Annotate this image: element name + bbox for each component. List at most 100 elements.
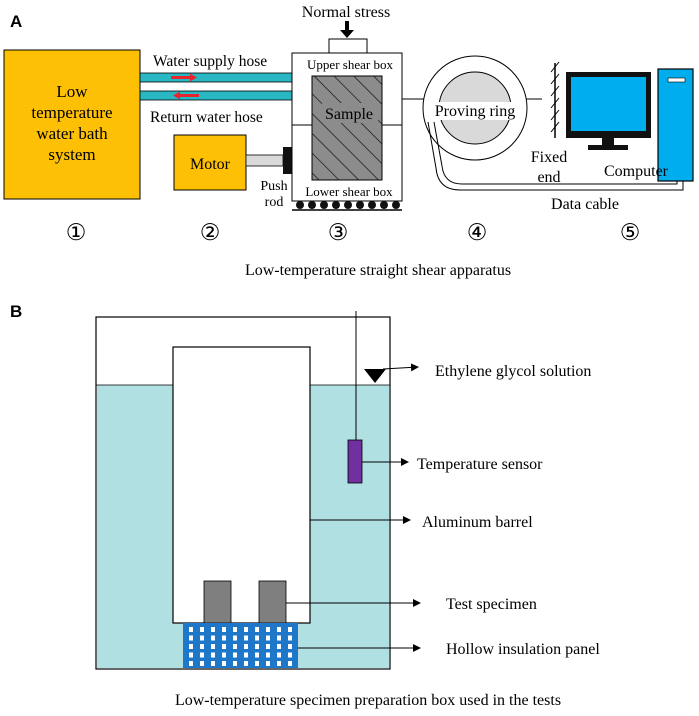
panel-hole	[288, 627, 292, 632]
panel-hole	[211, 661, 215, 666]
panel-hole	[266, 635, 270, 641]
panel-hole	[288, 652, 292, 658]
panel-hole	[189, 644, 193, 649]
water-bath: Low temperature water bath system	[3, 49, 141, 200]
panel-hole	[222, 627, 226, 632]
temperature-sensor	[347, 439, 363, 484]
aluminum-barrel-label: Aluminum barrel	[422, 514, 533, 531]
water-supply-hose-label: Water supply hose	[153, 53, 267, 70]
panel-hole	[277, 644, 281, 649]
normal-stress: Normal stress	[302, 4, 390, 54]
ethylene-glycol-arrow-icon	[382, 363, 419, 372]
rollers	[296, 201, 400, 209]
roller	[368, 201, 376, 209]
proving-ring: Proving ring	[422, 55, 528, 161]
roller	[380, 201, 388, 209]
sample-label: Sample	[325, 106, 373, 123]
water-bath-line-2: temperature	[31, 103, 112, 122]
fixed-end-label-2: end	[537, 169, 560, 186]
roller	[296, 201, 304, 209]
roller	[308, 201, 316, 209]
panel-hole	[222, 644, 226, 649]
panel-hole	[244, 644, 248, 649]
panel-hole	[233, 644, 237, 649]
panel-hole	[211, 627, 215, 632]
shear-box: Upper shear box Sample Lower shear box	[291, 52, 403, 202]
number-3: ③	[328, 220, 349, 245]
motor-label: Motor	[190, 156, 231, 173]
test-specimen-2	[258, 580, 287, 624]
panel-hole	[244, 627, 248, 632]
temperature-sensor-label: Temperature sensor	[417, 456, 543, 473]
proving-ring-label-bg	[427, 102, 523, 120]
monitor-stand	[588, 145, 628, 150]
push-rod-label-2: rod	[265, 195, 284, 210]
supply-arrow-icon	[171, 73, 197, 82]
component-numbers: ① ② ③ ④ ⑤	[66, 220, 641, 245]
normal-stress-label: Normal stress	[302, 4, 390, 21]
panel-a-caption: Low-temperature straight shear apparatus	[245, 262, 511, 279]
data-cable	[427, 121, 684, 191]
motor-box	[173, 134, 247, 191]
monitor-neck	[602, 138, 614, 145]
water-bath-box	[3, 49, 141, 200]
motor-assembly: Motor Push rod	[173, 134, 292, 210]
panel-hole	[233, 627, 237, 632]
computer-label: Computer	[604, 163, 669, 180]
water-bath-line-1: Low	[56, 82, 88, 101]
panel-hole	[200, 627, 204, 632]
panel-hole	[200, 635, 204, 641]
panel-hole	[266, 627, 270, 632]
roller	[356, 201, 364, 209]
fixed-end: Fixed end	[531, 61, 567, 186]
panel-hole	[222, 661, 226, 666]
panel-hole	[277, 661, 281, 666]
panel-hole	[255, 661, 259, 666]
normal-stress-arrow-icon	[340, 30, 354, 38]
hollow-insulation-panel	[183, 623, 298, 668]
test-specimen-label: Test specimen	[446, 596, 537, 613]
insulation-panel-holes	[189, 627, 292, 666]
panel-hole	[222, 635, 226, 641]
water-bath-line-3: water bath	[36, 124, 108, 143]
panel-hole	[266, 652, 270, 658]
panel-hole	[288, 644, 292, 649]
roller	[392, 201, 400, 209]
panel-hole	[189, 627, 193, 632]
push-rod	[245, 154, 284, 167]
panel-hole	[233, 661, 237, 666]
panel-hole	[244, 635, 248, 641]
panel-hole	[189, 661, 193, 666]
panel-hole	[244, 661, 248, 666]
panel-hole	[200, 644, 204, 649]
panel-hole	[277, 652, 281, 658]
panel-hole	[266, 661, 270, 666]
return-water-hose-label: Return water hose	[150, 109, 263, 126]
panel-a: A Low temperature water bath system Wate…	[3, 4, 694, 279]
data-cable-label: Data cable	[551, 196, 619, 213]
push-rod-head	[283, 147, 292, 174]
lower-shear-box-label: Lower shear box	[305, 184, 393, 199]
roller	[332, 201, 340, 209]
panel-hole	[255, 644, 259, 649]
panel-hole	[189, 635, 193, 641]
computer-tower	[657, 68, 694, 182]
monitor-screen	[571, 77, 646, 131]
panel-hole	[211, 635, 215, 641]
panel-hole	[233, 635, 237, 641]
hoses: Water supply hose Return water hose	[139, 53, 293, 126]
panel-hole	[200, 652, 204, 658]
roller	[320, 201, 328, 209]
panel-b: B Ethylene glycol solution	[10, 302, 600, 709]
panel-hole	[288, 635, 292, 641]
proving-ring-label: Proving ring	[435, 103, 515, 120]
push-rod-label-1: Push	[260, 179, 287, 194]
number-1: ①	[66, 220, 87, 245]
return-water-hose	[139, 90, 293, 101]
panel-hole	[211, 644, 215, 649]
water-bath-line-4: system	[48, 145, 95, 164]
panel-hole	[266, 644, 270, 649]
number-4: ④	[467, 220, 488, 245]
panel-hole	[255, 627, 259, 632]
